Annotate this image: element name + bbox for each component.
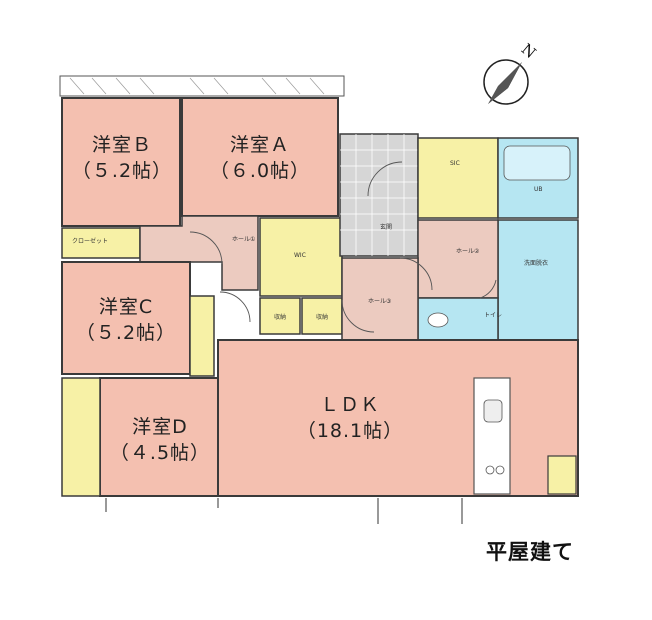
wash-area (497, 219, 579, 343)
door-swing (219, 291, 251, 323)
room-b-area (61, 97, 181, 227)
shoe-closet-label: SIC (450, 160, 460, 167)
storage-2-area (301, 297, 343, 335)
closet-b (61, 227, 141, 259)
door-swing (479, 279, 497, 299)
caption: 平屋建て (486, 540, 574, 564)
room-a-name: 洋室Ａ (229, 134, 290, 156)
door-swing (367, 161, 403, 197)
closet-c (189, 295, 215, 377)
sink (483, 399, 503, 423)
entrance-area (339, 133, 419, 257)
kitchen-counter (473, 377, 511, 495)
door-swing (399, 257, 433, 291)
bath-label: UB (534, 186, 543, 193)
room-a-size: （６.0帖） (209, 160, 311, 182)
room-d-name: 洋室D (132, 416, 188, 438)
closet-label: クローゼット (72, 238, 109, 245)
stove-burner (485, 465, 495, 475)
hall-2-label: ホール② (456, 248, 480, 255)
storage-1-label: 収納 (274, 314, 287, 321)
toilet-label: トイレ (484, 312, 503, 319)
ldk-size: （18.1帖） (296, 420, 404, 442)
shoe-closet (417, 137, 499, 219)
room-a-area (181, 97, 339, 217)
room-d-area (99, 377, 219, 497)
stove-burner (495, 465, 505, 475)
room-c-label: 洋室C （５.2帖） (70, 294, 182, 346)
wic-area (259, 217, 343, 297)
wash-label: 洗面脱衣 (524, 260, 549, 267)
ldk-name: ＬＤＫ (319, 394, 380, 416)
hall-1-label: ホール① (232, 236, 256, 243)
compass: N (478, 40, 544, 112)
ldk-label: ＬＤＫ （18.1帖） (286, 392, 414, 444)
bathtub (503, 145, 571, 181)
room-d-label: 洋室D （４.5帖） (106, 414, 214, 466)
room-b-size: （５.2帖） (71, 160, 173, 182)
room-d-size: （４.5帖） (109, 442, 211, 464)
door-swing (189, 231, 223, 265)
room-c-size: （５.2帖） (75, 322, 177, 344)
hall-3-label: ホール③ (368, 298, 392, 305)
top-deck (59, 75, 345, 97)
hall-3-area (341, 257, 419, 343)
closet-d (61, 377, 101, 497)
toilet-fixture (427, 312, 449, 328)
pantry (547, 455, 577, 495)
door-swing (341, 299, 375, 333)
room-c-name: 洋室C (98, 296, 154, 318)
hall-2-area (417, 219, 499, 299)
room-a-label: 洋室Ａ （６.0帖） (206, 132, 314, 184)
entrance-label: 玄関 (380, 224, 393, 231)
compass-icon (483, 59, 529, 105)
room-b-name: 洋室Ｂ (91, 134, 152, 156)
wic-label: WIC (294, 252, 306, 259)
storage-2-label: 収納 (316, 314, 329, 321)
room-b-label: 洋室Ｂ （５.2帖） (70, 132, 174, 184)
room-c-area (61, 261, 191, 375)
storage-1-area (259, 297, 301, 335)
